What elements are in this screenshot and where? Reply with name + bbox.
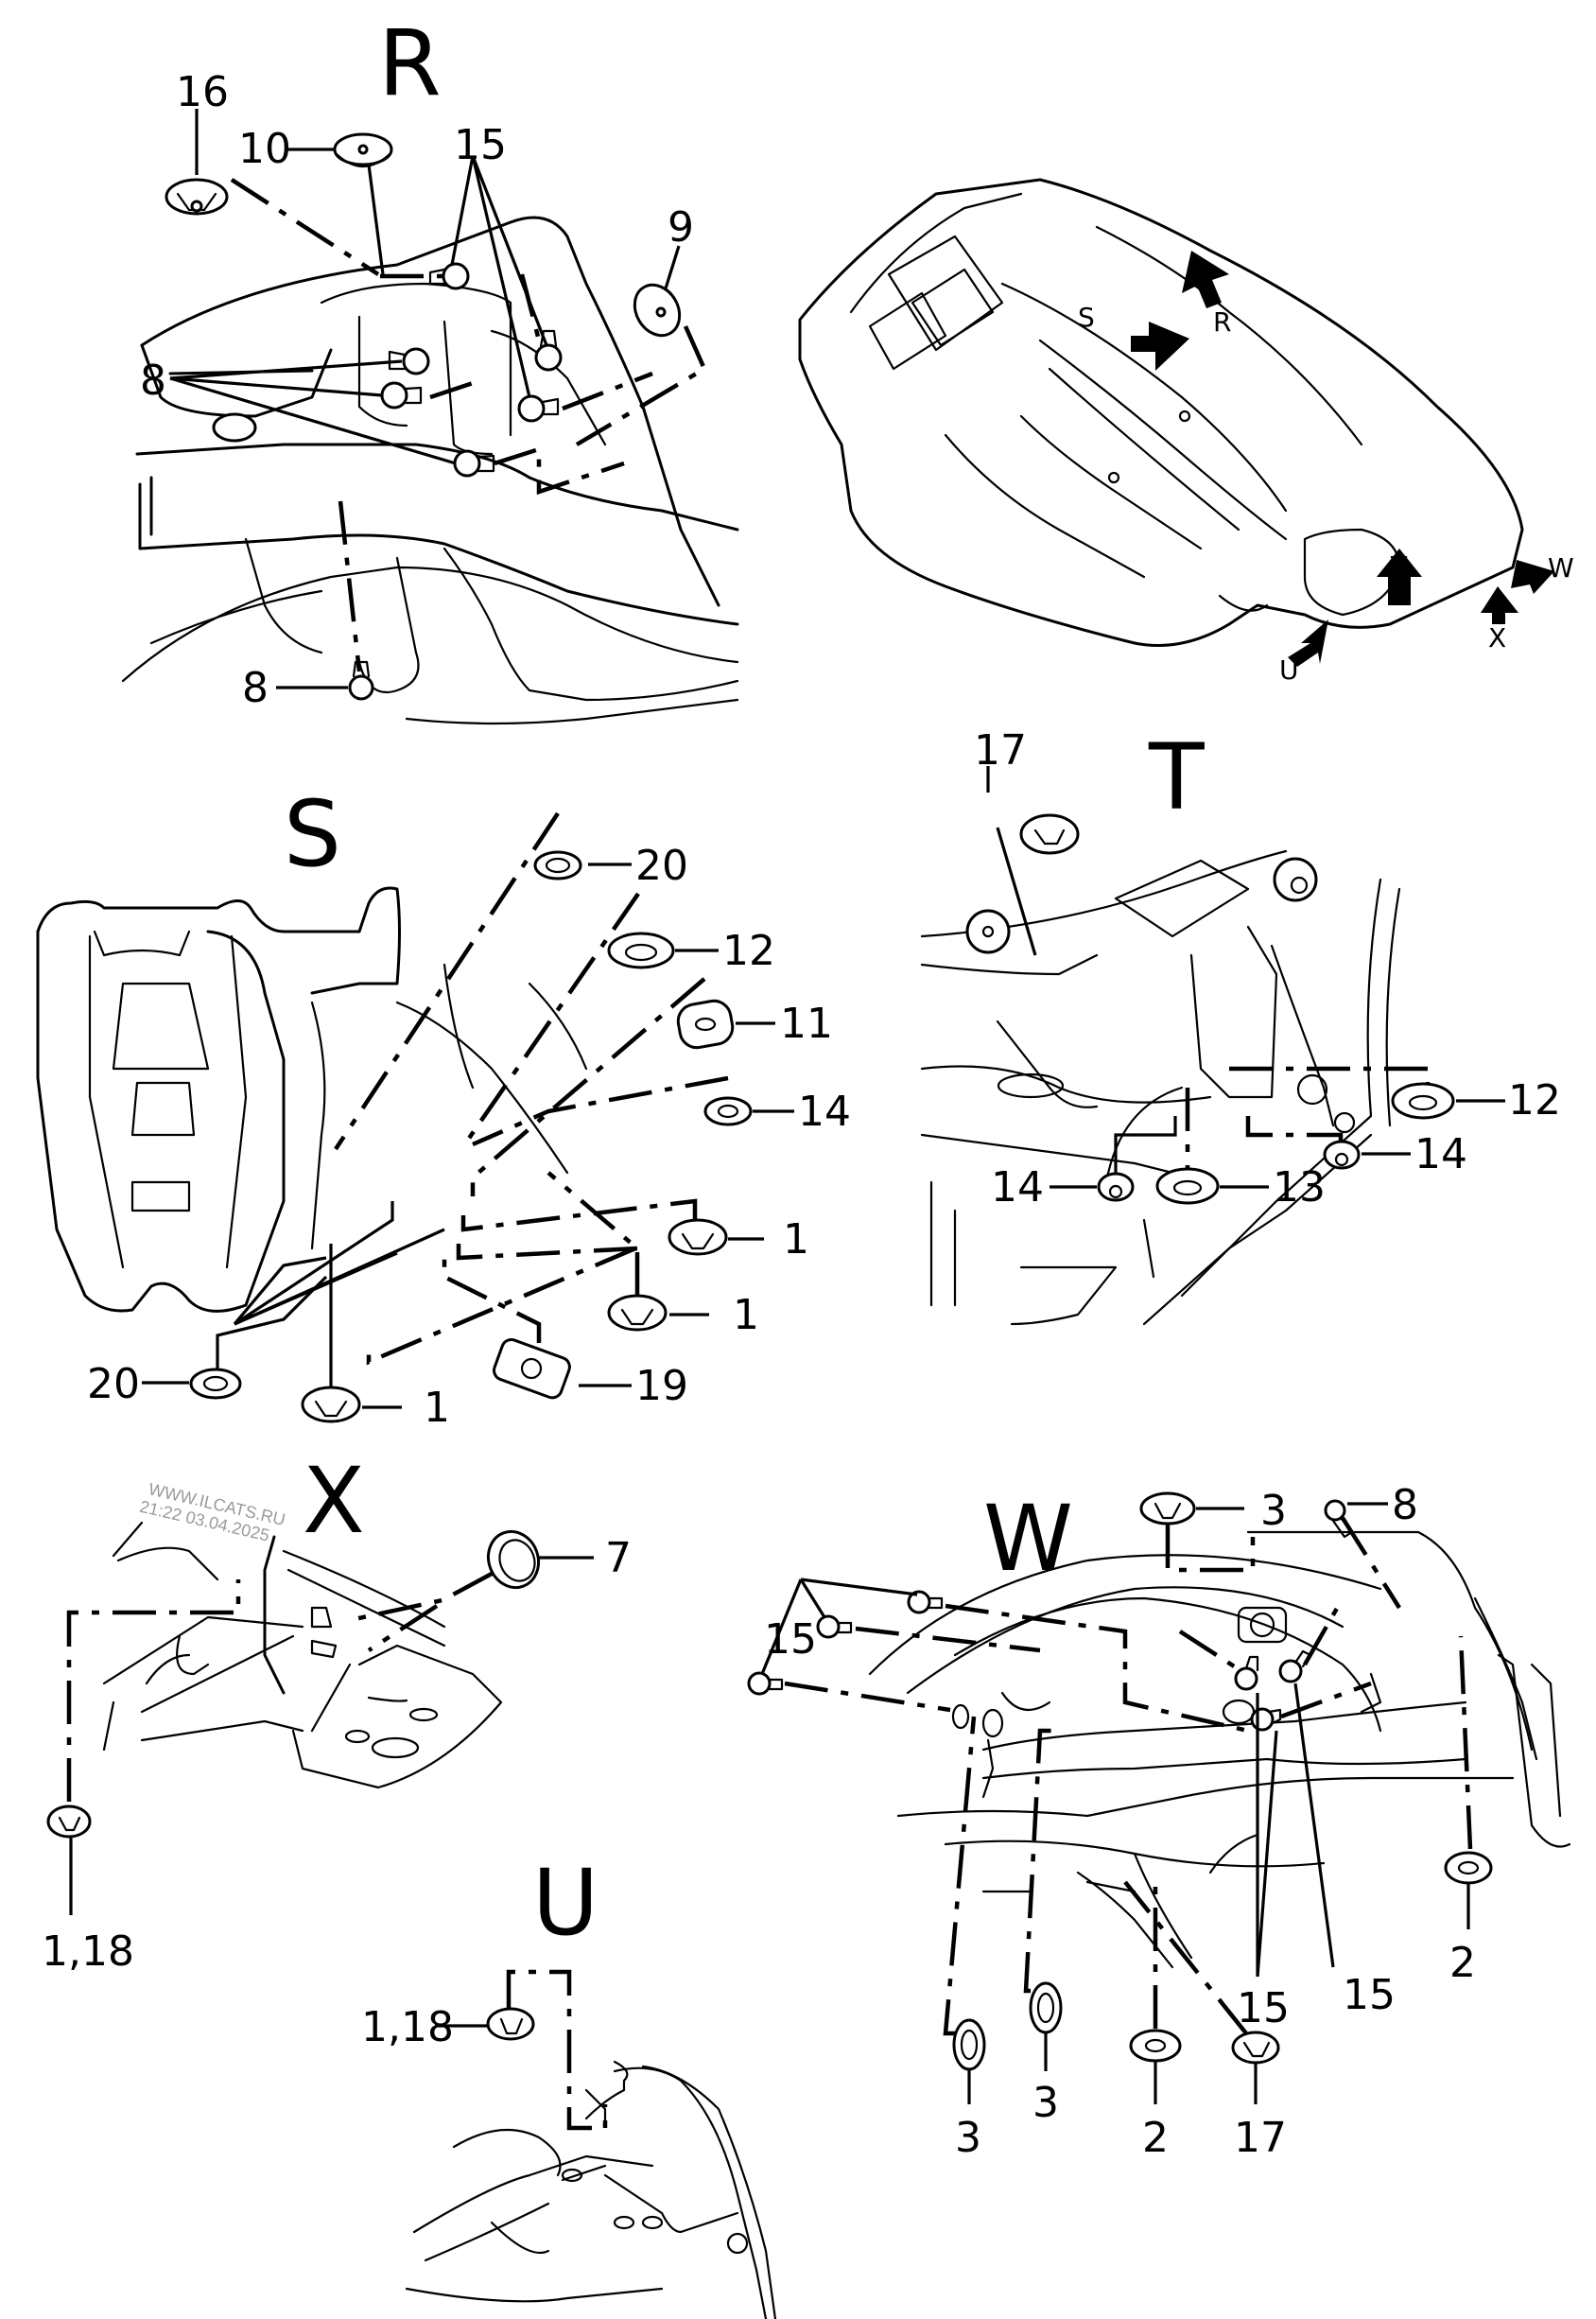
section-u-title: U xyxy=(532,1850,598,1956)
section-u-body-drawing xyxy=(405,2060,777,2319)
callout-11: 11 xyxy=(780,1000,833,1048)
callout-12: 12 xyxy=(1508,1076,1561,1125)
callout-12: 12 xyxy=(722,927,775,975)
arrow-s xyxy=(1131,322,1189,371)
arrow-label-r: R xyxy=(1213,306,1231,338)
callout-3-low-2: 3 xyxy=(1032,2079,1059,2127)
part-7-ring xyxy=(487,1529,540,1590)
callout-8: 8 xyxy=(1392,1481,1418,1529)
callout-1-18: 1,18 xyxy=(42,1927,134,1976)
section-s: S xyxy=(36,781,851,1432)
callout-20-bottom: 20 xyxy=(87,1360,140,1408)
callout-15-left: 15 xyxy=(764,1615,817,1664)
section-r: R xyxy=(121,10,739,725)
arrow-label-u: U xyxy=(1279,654,1299,686)
section-t-leaders xyxy=(986,766,1505,1189)
callout-14-right: 14 xyxy=(1414,1130,1467,1178)
callout-9: 9 xyxy=(668,203,694,252)
callout-1-c: 1 xyxy=(424,1384,450,1432)
section-u-leaders xyxy=(435,1969,608,2131)
arrow-u xyxy=(1288,619,1328,667)
part-3-cap-low-2 xyxy=(1029,1981,1063,2034)
part-14-grommet-right xyxy=(1323,1140,1361,1170)
part-1-18-cap-u xyxy=(486,2007,535,2041)
watermark: WWW.ILCATS.RU 21:22 03.04.2025 xyxy=(138,1479,287,1544)
part-1-cap-b xyxy=(607,1294,668,1332)
part-15-clips xyxy=(747,1590,1312,1732)
part-20-grommet-bottom xyxy=(189,1368,242,1400)
arrow-label-x: X xyxy=(1488,622,1506,654)
callout-8: 8 xyxy=(140,357,166,405)
callout-1-18-u: 1,18 xyxy=(361,2003,454,2051)
arrow-label-s: S xyxy=(1078,302,1095,333)
arrow-r xyxy=(1182,251,1229,308)
callout-1-b: 1 xyxy=(733,1291,759,1339)
section-w-leaders xyxy=(760,1502,1473,2104)
section-x-leaders xyxy=(66,1556,594,1915)
part-1-cap-a xyxy=(668,1218,728,1256)
callout-2-right: 2 xyxy=(1449,1939,1476,1987)
callout-16: 16 xyxy=(176,68,229,116)
section-s-tunnel-drawing xyxy=(36,886,588,1313)
callout-7: 7 xyxy=(605,1534,632,1582)
section-x-body-drawing xyxy=(102,1521,503,1789)
part-17-cap xyxy=(1019,813,1080,855)
part-20-grommet-top xyxy=(533,850,582,881)
part-12-grommet xyxy=(1391,1082,1455,1120)
part-14-grommet xyxy=(703,1096,753,1126)
overview-underbody: R S T U W X xyxy=(798,178,1574,686)
section-t: T xyxy=(920,724,1561,1326)
part-13-grommet xyxy=(1155,1167,1220,1205)
callout-15-right: 15 xyxy=(1343,1971,1396,2019)
callout-19: 19 xyxy=(635,1362,688,1410)
arrow-w xyxy=(1511,560,1554,594)
part-8-clips xyxy=(348,347,495,701)
arrow-label-w: W xyxy=(1548,552,1574,584)
part-9-grommet xyxy=(633,283,682,338)
arrow-x xyxy=(1481,586,1518,624)
part-17-cap-low xyxy=(1231,2031,1280,2065)
section-s-leaders xyxy=(142,811,794,1409)
part-19-square-grommet xyxy=(493,1337,571,1400)
callout-13: 13 xyxy=(1273,1163,1326,1212)
part-1-cap-c xyxy=(301,1386,361,1423)
callout-14-left: 14 xyxy=(991,1163,1044,1212)
section-w-title: W xyxy=(983,1486,1073,1592)
part-12-grommet xyxy=(607,932,675,969)
part-14-grommet-left xyxy=(1097,1172,1135,1202)
callout-17: 17 xyxy=(1234,2114,1287,2162)
callout-8-lower: 8 xyxy=(242,664,269,712)
section-s-title: S xyxy=(284,781,341,887)
part-11-oval-grommet xyxy=(676,999,735,1050)
callout-20: 20 xyxy=(635,842,688,890)
part-3-cap-low-1 xyxy=(952,2018,986,2071)
part-2-grommet-low xyxy=(1129,2029,1182,2063)
callout-17: 17 xyxy=(974,726,1027,775)
callout-2-low: 2 xyxy=(1142,2114,1169,2162)
arrow-t xyxy=(1377,549,1422,605)
arrow-label-t: T xyxy=(1390,550,1408,582)
callout-3-low-1: 3 xyxy=(955,2114,981,2162)
section-u: U 1,18 xyxy=(361,1850,777,2319)
callout-10: 10 xyxy=(238,125,291,173)
part-16-cap xyxy=(165,178,229,216)
section-r-title: R xyxy=(378,10,442,116)
callout-14: 14 xyxy=(798,1088,851,1136)
section-t-body-drawing xyxy=(920,849,1401,1326)
part-10-plug xyxy=(333,132,393,167)
callout-15: 15 xyxy=(454,121,507,169)
callout-15-mid: 15 xyxy=(1237,1984,1290,2032)
section-t-title: T xyxy=(1148,724,1205,830)
part-3-cap-top xyxy=(1139,1491,1196,1526)
part-15-clips xyxy=(428,262,563,423)
section-x-title: X xyxy=(303,1448,365,1554)
callout-1: 1 xyxy=(783,1215,809,1264)
section-w: W xyxy=(747,1481,1571,2162)
section-r-leaders xyxy=(169,109,707,689)
part-1-18-cap xyxy=(46,1805,92,1839)
callout-3-top: 3 xyxy=(1260,1487,1287,1535)
part-2-grommet-right xyxy=(1444,1851,1493,1885)
